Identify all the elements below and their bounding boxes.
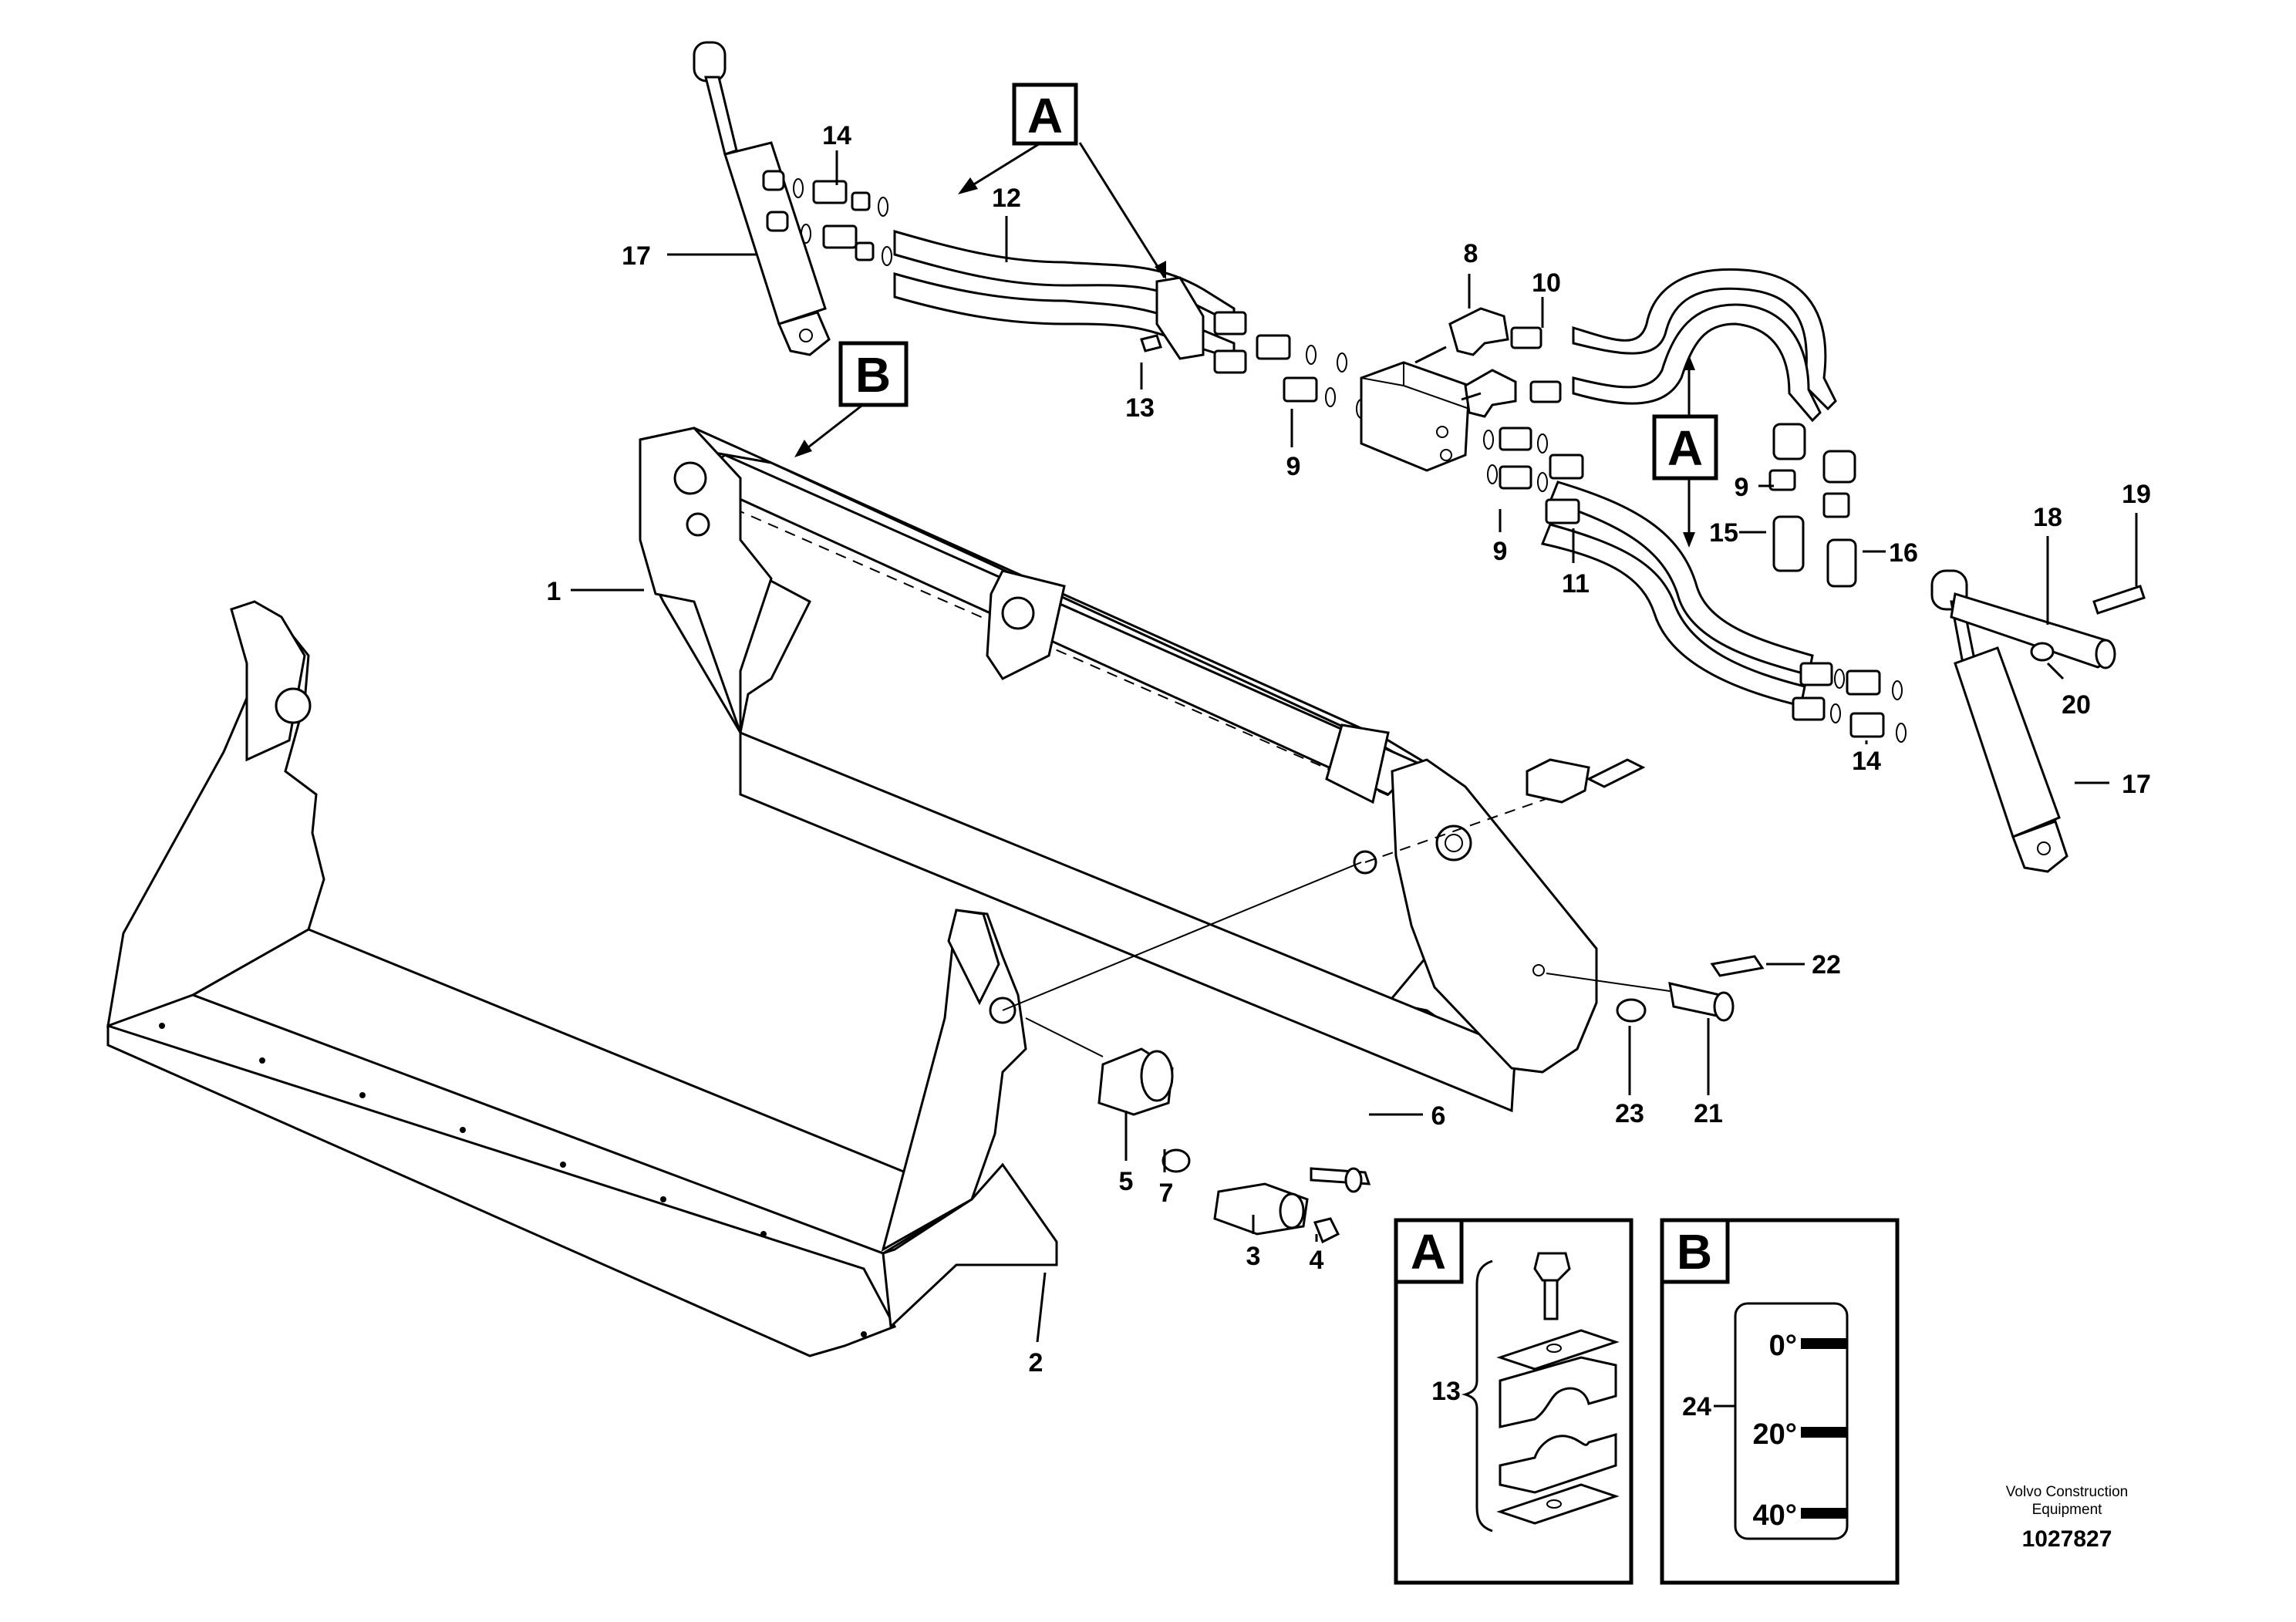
callout-9c: 9 <box>1735 473 1749 502</box>
detail-a-title: A <box>1411 1224 1446 1280</box>
bucket-rear-frame <box>639 427 1598 1113</box>
drawing-number: 1027827 <box>2022 1526 2112 1552</box>
callout-11: 11 <box>1562 569 1590 599</box>
marker-a2-label: A <box>1667 420 1703 476</box>
detail-b-panel: B 24 0° 20° 40° <box>1660 1218 1900 1585</box>
callout-7: 7 <box>1159 1179 1174 1208</box>
stop-block <box>1526 758 1646 804</box>
hoses <box>893 230 1837 707</box>
view-marker-a-top: A <box>958 83 1166 279</box>
marker-a-label: A <box>1027 88 1063 143</box>
callout-22: 22 <box>1812 950 1841 980</box>
callout-18: 18 <box>2033 503 2062 532</box>
callout-21: 21 <box>1694 1099 1723 1128</box>
fittings <box>762 170 1907 743</box>
marker-b-label: B <box>855 347 891 403</box>
callout-12: 12 <box>992 184 1021 213</box>
callout-5: 5 <box>1119 1167 1134 1196</box>
detail-a-item: 13 <box>1431 1377 1461 1406</box>
callout-3: 3 <box>1246 1242 1261 1271</box>
callout-17a: 17 <box>622 241 651 271</box>
pin-parts <box>1025 585 2146 1244</box>
callout-16: 16 <box>1889 538 1918 568</box>
callout-9b: 9 <box>1493 537 1508 566</box>
callout-20: 20 <box>2062 690 2091 720</box>
callout-14b: 14 <box>1852 747 1881 776</box>
callout-17b: 17 <box>2122 770 2151 799</box>
detail-a-panel: A 13 <box>1394 1218 1633 1585</box>
callout-4: 4 <box>1310 1246 1324 1275</box>
detail-b-item: 24 <box>1682 1392 1711 1421</box>
callout-19: 19 <box>2122 480 2151 509</box>
angle-40: 40° <box>1753 1499 1797 1532</box>
leader-lines <box>571 150 2138 1343</box>
callout-15: 15 <box>1709 518 1738 548</box>
callout-8: 8 <box>1464 239 1478 268</box>
footer: Volvo Construction Equipment 1027827 <box>2006 1484 2128 1552</box>
cylinder-left <box>693 41 831 356</box>
callout-13: 13 <box>1125 393 1155 423</box>
callout-2: 2 <box>1029 1348 1043 1378</box>
view-marker-b: B <box>794 341 909 457</box>
view-marker-a-right: A <box>1652 355 1718 548</box>
callout-6: 6 <box>1431 1101 1446 1131</box>
company-line-1: Volvo Construction <box>2006 1484 2128 1500</box>
angle-20: 20° <box>1753 1418 1797 1451</box>
callout-9a: 9 <box>1286 452 1301 481</box>
bucket-front <box>106 600 1058 1357</box>
callout-14a: 14 <box>822 121 851 150</box>
leader-line <box>1002 862 1362 1011</box>
callout-10: 10 <box>1532 268 1561 298</box>
detail-b-title: B <box>1677 1224 1712 1280</box>
callout-labels: 1 2 3 4 5 6 7 8 9 9 9 10 11 12 13 14 14 … <box>547 121 2151 1378</box>
angle-0: 0° <box>1769 1330 1797 1362</box>
cylinder-right <box>1930 569 2116 873</box>
callout-23: 23 <box>1615 1099 1644 1128</box>
callout-1: 1 <box>547 577 561 606</box>
company-line-2: Equipment <box>2032 1502 2103 1518</box>
